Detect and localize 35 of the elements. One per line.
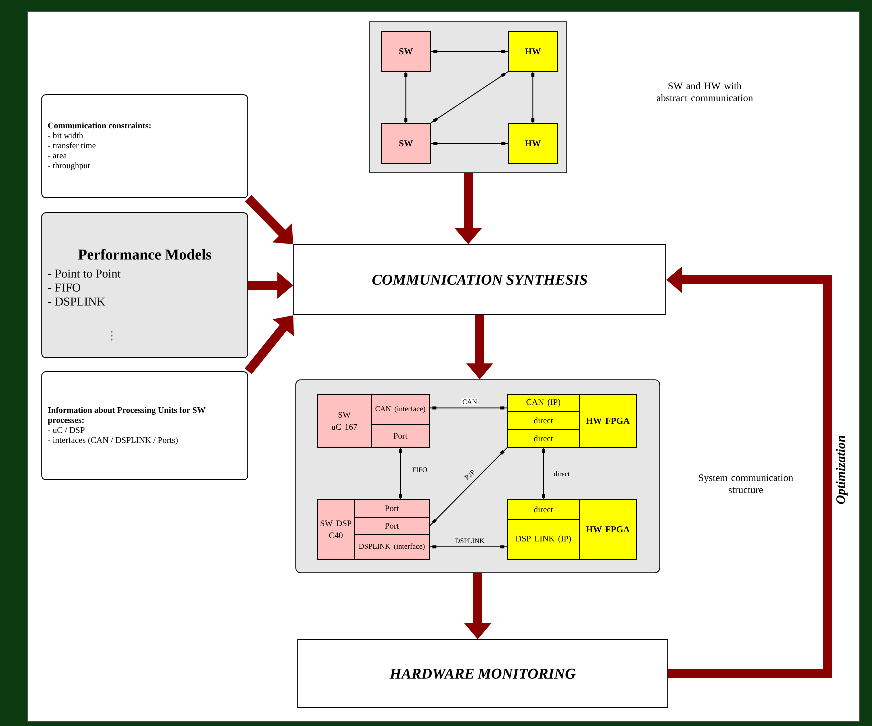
connector-line — [430, 72, 509, 124]
connector-line — [430, 406, 508, 410]
process-box: COMMUNICATION SYNTHESIS — [294, 244, 666, 316]
connector-line — [542, 448, 546, 500]
connector-line — [430, 142, 509, 146]
port-cell: Port — [354, 517, 430, 535]
caption-text: System communication structure — [699, 474, 794, 494]
processor-cell: SW DSP C40 — [317, 499, 355, 560]
connector-line — [430, 50, 509, 54]
port-cell: Port — [354, 499, 430, 518]
interface-cell: DSP LINK (IP) — [507, 519, 580, 560]
caption-text: SW and HW with abstract communication — [657, 82, 754, 102]
hardware-box: HW — [508, 123, 558, 164]
software-box: SW — [381, 31, 431, 72]
connector-arrow — [245, 195, 294, 244]
processor-cell: SW uC 167 — [317, 394, 372, 448]
connector-line — [430, 448, 508, 527]
interface-cell: CAN (IP) — [507, 394, 580, 412]
port-cell: Port — [371, 424, 430, 448]
fpga-cell: HW FPGA — [579, 394, 637, 448]
connector-line — [404, 72, 408, 124]
info-box: Information about Processing Units for SW processes: - uC / DSP - interfaces (CAN / DSPLINK / Ports) — [42, 372, 248, 480]
hardware-box: HW — [508, 31, 558, 72]
process-box: HARDWARE MONITORING — [298, 640, 668, 708]
software-box: SW — [381, 123, 431, 164]
connector-line — [430, 546, 508, 549]
interface-cell: direct — [507, 411, 580, 430]
connector-line — [399, 448, 402, 500]
interface-cell: direct — [507, 429, 580, 448]
connector-line — [532, 72, 535, 124]
models-box: Performance Models - Point to Point - FIFO - DSPLINK — [42, 212, 248, 358]
fpga-cell: HW FPGA — [579, 499, 637, 560]
constraints-box: Communication constraints: - bit width - transfer time - area - throughput — [42, 94, 248, 198]
interface-cell: direct — [507, 499, 580, 520]
edge-label: Optimization — [835, 434, 849, 506]
